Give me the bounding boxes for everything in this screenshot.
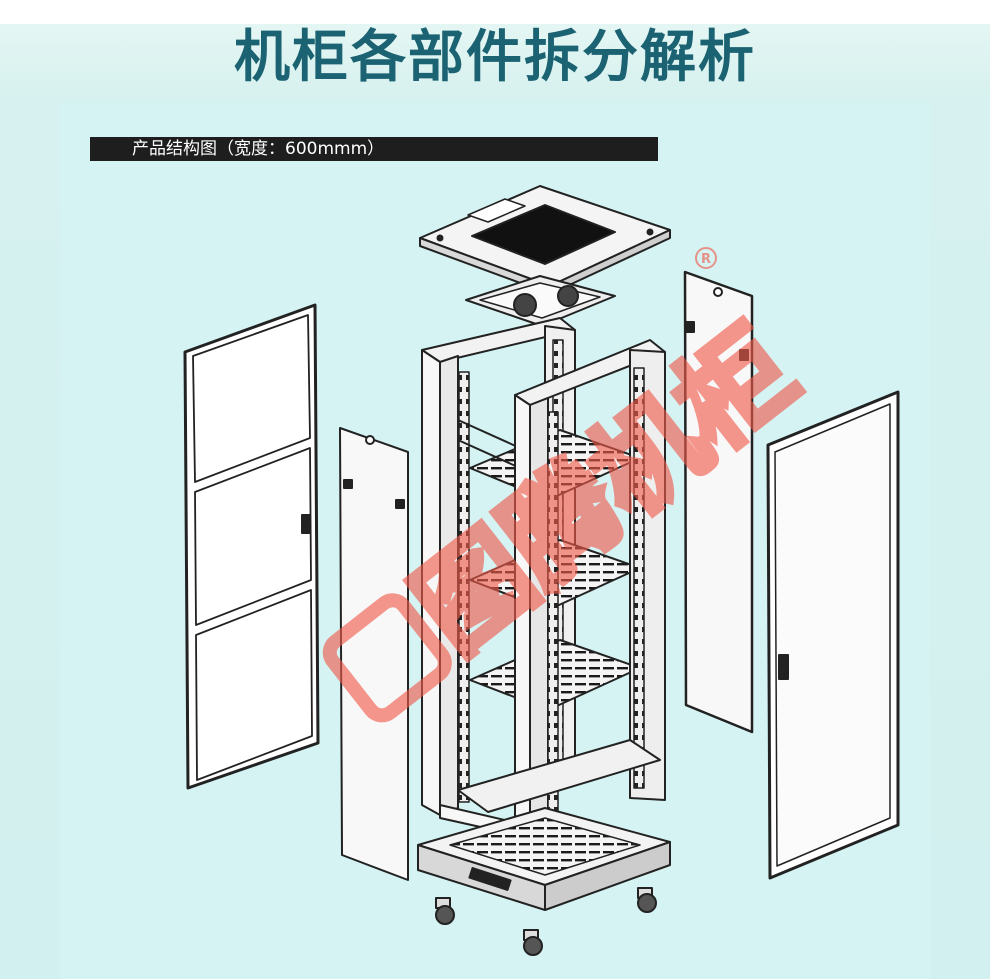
registered-mark-circle	[695, 247, 717, 269]
page-title: 机柜各部件拆分解析	[234, 25, 756, 90]
top-strip	[0, 0, 990, 24]
cabinet-base	[417, 807, 671, 911]
right-side-panel	[683, 270, 754, 734]
caster-center	[523, 929, 543, 956]
rear-door	[766, 390, 900, 880]
section-label: 产品结构图（宽度：600mmm）	[132, 139, 385, 159]
caster-wheels	[435, 887, 657, 956]
section-label-bar	[90, 137, 658, 161]
fan-plate	[465, 275, 616, 327]
front-glass-door	[183, 303, 320, 790]
registered-mark: R	[701, 252, 711, 267]
caster-left	[435, 897, 455, 925]
cabinet-frame	[421, 317, 666, 856]
left-side-panel	[339, 427, 409, 881]
watermark-logo	[322, 593, 452, 723]
caster-right	[637, 887, 657, 913]
